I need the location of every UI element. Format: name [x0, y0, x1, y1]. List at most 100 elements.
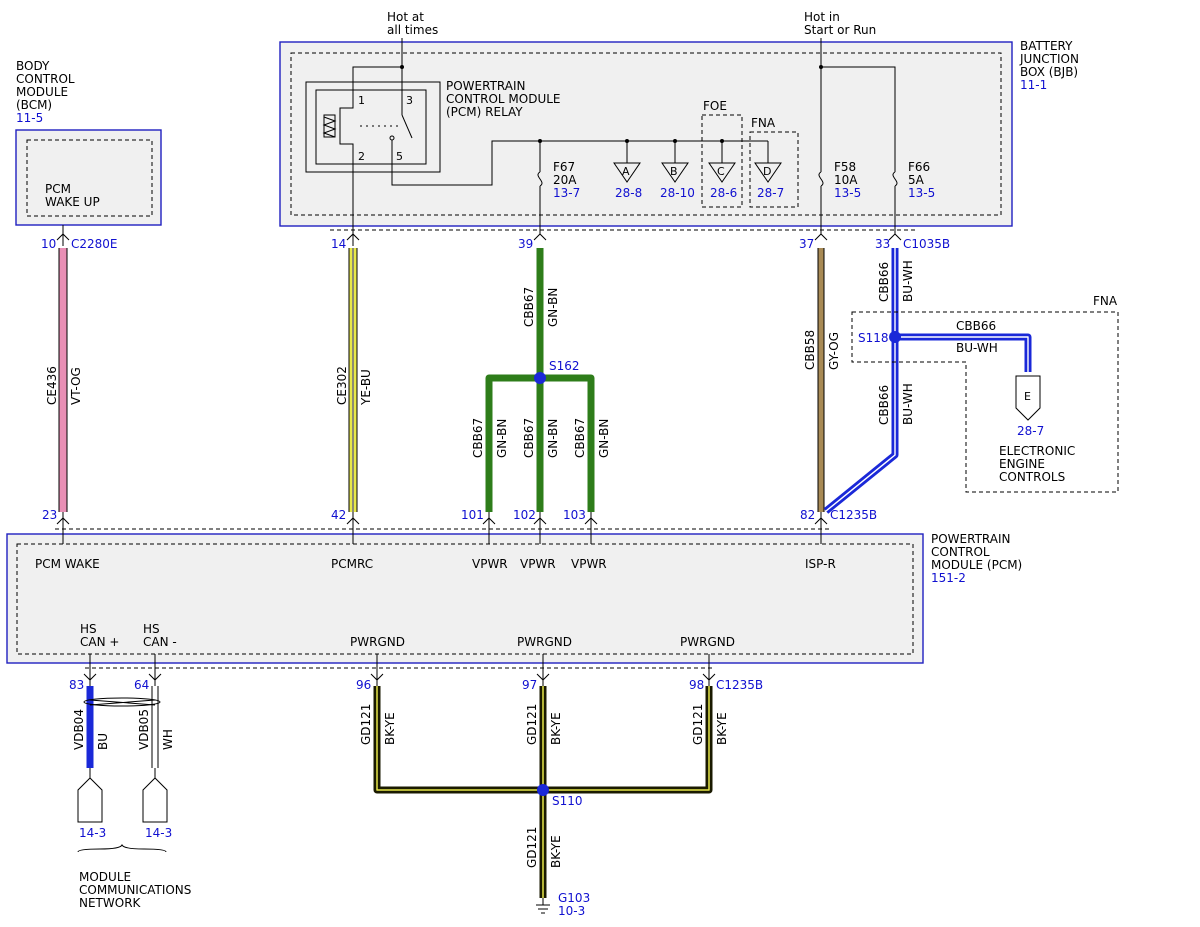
pcm-pin-102[interactable]: 102 [513, 508, 536, 522]
eec-fna-label: FNA [1093, 294, 1118, 308]
splice-s162[interactable]: S162 [549, 359, 580, 373]
wire-cbb67-color-103: GN-BN [597, 419, 611, 458]
tap-a-ref[interactable]: 28-8 [615, 186, 642, 200]
pcm-signal-vpwr-103: VPWR [571, 557, 607, 571]
splice-s110[interactable]: S110 [552, 794, 583, 808]
fuse-f66-name: F66 [908, 160, 930, 174]
wire-gd121-color-96: BK-YE [383, 712, 397, 745]
pcm-pin-83[interactable]: 83 [69, 678, 84, 692]
pcm-signal-hs-can-plus-2: CAN + [80, 635, 119, 649]
pcm-pin-97[interactable]: 97 [522, 678, 537, 692]
bjb-pin-37[interactable]: 37 [799, 237, 814, 251]
tap-c-icon [708, 162, 736, 183]
wire-cbb67-tree[interactable]: S162 CBB67 GN-BN CBB67 GN-BN CBB67 GN-BN… [471, 248, 611, 512]
wire-cbb58-circuit: CBB58 [803, 330, 817, 370]
pcm-pin-98[interactable]: 98 [689, 678, 704, 692]
wire-ce302-color: YE-BU [359, 369, 373, 406]
bcm-connector-c2280e[interactable]: C2280E [71, 237, 118, 251]
relay-pin-3: 3 [406, 94, 413, 107]
fuse-f58-ref[interactable]: 13-5 [834, 186, 861, 200]
relay-pin-5: 5 [396, 150, 403, 163]
tap-b-icon [661, 162, 689, 183]
pcm-relay: 1 2 3 5 POWERTRAIN CONTROL MODULE (PCM) … [305, 79, 561, 173]
wire-vdb04-circuit: VDB04 [72, 709, 86, 750]
tap-d-icon [754, 162, 782, 183]
pcm-connector-top[interactable]: C1235B [830, 508, 877, 522]
fuse-f67: F67 20A 13-7 [537, 141, 580, 234]
electronic-engine-controls: FNA E 28-7 ELECTRONIC ENGINE CONTROLS [851, 294, 1119, 493]
bjb-pin-39[interactable]: 39 [518, 237, 533, 251]
tap-a-icon [613, 162, 641, 183]
wire-cbb67-circuit-top: CBB67 [522, 287, 536, 327]
wire-ce436[interactable]: CE436 VT-OG [45, 248, 83, 512]
pcm-pin-101[interactable]: 101 [461, 508, 484, 522]
pcm-pin-64[interactable]: 64 [134, 678, 149, 692]
eec-ref[interactable]: 28-7 [1017, 424, 1044, 438]
foe-label: FOE [703, 99, 727, 113]
fuse-f58-name: F58 [834, 160, 856, 174]
powertrain-control-module: POWERTRAIN CONTROL MODULE (PCM) 151-2 PC… [6, 532, 1022, 664]
tap-c-ref[interactable]: 28-6 [710, 186, 737, 200]
module-communications-network: 14-3 14-3 MODULE COMMUNICATIONS NETWORK [77, 768, 191, 910]
wire-cbb66-color-bottom: BU-WH [901, 383, 915, 425]
wire-ce302[interactable]: CE302 YE-BU [335, 248, 373, 512]
wire-vdb05-circuit: VDB05 [137, 709, 151, 750]
fuse-f67-rating: 20A [553, 173, 577, 187]
bcm-signal-line1: PCM [45, 182, 71, 196]
eec-connector-icon [1015, 375, 1041, 421]
pcm-pin-23[interactable]: 23 [42, 508, 57, 522]
tap-d-ref[interactable]: 28-7 [757, 186, 784, 200]
bcm-pin-10[interactable]: 10 [41, 237, 56, 251]
bjb-pin-33[interactable]: 33 [875, 237, 890, 251]
tap-b-ref[interactable]: 28-10 [660, 186, 695, 200]
pcm-title-line3: MODULE (PCM) [931, 558, 1022, 572]
ground-name[interactable]: G103 [558, 891, 590, 905]
pcm-signal-pwrgnd-96: PWRGND [350, 635, 405, 649]
bcm-title-line4: (BCM) [16, 98, 52, 112]
bcm-ref[interactable]: 11-5 [16, 111, 43, 125]
pcm-connector-bottom[interactable]: C1235B [716, 678, 763, 692]
pcm-pin-82[interactable]: 82 [800, 508, 815, 522]
wire-gd121-tree[interactable]: S110 GD121 BK-YE GD121 BK-YE GD121 BK-YE… [359, 686, 729, 898]
pcm-bottom-pin-arrows [83, 654, 716, 686]
wire-ce302-circuit: CE302 [335, 366, 349, 405]
wire-cbb67-circuit-103: CBB67 [573, 418, 587, 458]
pcm-signal-hs-can-minus-2: CAN - [143, 635, 177, 649]
bjb-pin-14[interactable]: 14 [331, 237, 346, 251]
splice-s118[interactable]: S118 [858, 331, 889, 345]
pcm-signal-isp-r: ISP-R [805, 557, 836, 571]
pcm-pin-103[interactable]: 103 [563, 508, 586, 522]
pcm-pin-96[interactable]: 96 [356, 678, 371, 692]
bjb-ref[interactable]: 11-1 [1020, 78, 1047, 92]
pcm-signal-pcmrc: PCMRC [331, 557, 373, 571]
pcm-pin-42[interactable]: 42 [331, 508, 346, 522]
wire-vdb05-color: WH [161, 729, 175, 750]
mcn-brace-icon [77, 843, 167, 853]
fuse-f67-ref[interactable]: 13-7 [553, 186, 580, 200]
pcm-ref[interactable]: 151-2 [931, 571, 966, 585]
wire-cbb67-color-top: GN-BN [546, 288, 560, 327]
body-control-module: BODY CONTROL MODULE (BCM) 11-5 PCM WAKE … [15, 59, 162, 226]
ground-ref[interactable]: 10-3 [558, 904, 585, 918]
mcn-ref-wh[interactable]: 14-3 [145, 826, 172, 840]
mcn-label-line3: NETWORK [79, 896, 142, 910]
mcn-ref-bu[interactable]: 14-3 [79, 826, 106, 840]
eec-label-line2: ENGINE [999, 457, 1045, 471]
wire-cbb58[interactable]: CBB58 GY-OG [803, 248, 841, 512]
bjb-connector-c1035b[interactable]: C1035B [903, 237, 950, 251]
fuse-f66-ref[interactable]: 13-5 [908, 186, 935, 200]
fuse-f58-rating: 10A [834, 173, 858, 187]
wire-cbb66-color-branch: BU-WH [956, 341, 998, 355]
wire-cbb66[interactable]: S118 CBB66 BU-WH CBB66 BU-WH CBB66 BU-WH [823, 248, 1032, 514]
wire-gd121-circuit-97: GD121 [525, 704, 539, 745]
wire-gd121-color-98: BK-YE [715, 712, 729, 745]
bjb-title-line2: JUNCTION [1019, 52, 1079, 66]
wire-cbb67-circuit-102: CBB67 [522, 418, 536, 458]
bjb-title-line1: BATTERY [1020, 39, 1073, 53]
fuse-f58-icon [818, 171, 824, 187]
pcm-signal-hs-can-plus-1: HS [80, 622, 97, 636]
splice-s110-dot [537, 784, 549, 796]
mcn-bu-connector-icon [77, 777, 103, 823]
splice-s118-dot [889, 331, 901, 343]
